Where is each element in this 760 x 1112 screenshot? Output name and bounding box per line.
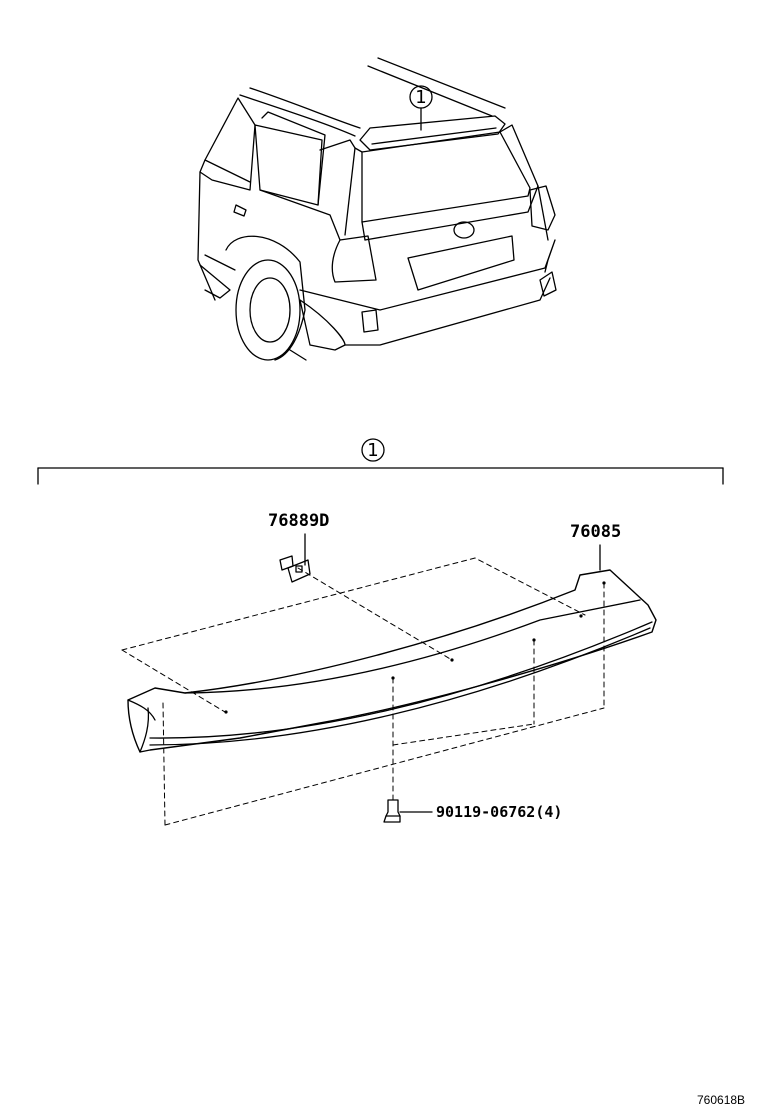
roof-spoiler xyxy=(359,115,506,151)
vehicle-illustration xyxy=(197,57,557,361)
bolt-90119-06762 xyxy=(383,799,433,823)
license-plate-recess xyxy=(407,235,515,291)
part-label-90119-06762: 90119-06762(4) xyxy=(436,803,563,821)
tail-light-right xyxy=(529,185,556,231)
wheel-arch xyxy=(225,235,306,361)
part-label-76085: 76085 xyxy=(570,522,622,542)
tail-light-left xyxy=(331,235,377,283)
callout-vehicle xyxy=(409,85,433,131)
rear-spoiler-76085 xyxy=(127,569,657,753)
spoiler-assembly xyxy=(121,557,657,826)
clip-76889D xyxy=(279,533,311,583)
rear-bumper xyxy=(299,239,556,311)
rear-wheel xyxy=(235,259,301,361)
figure-id: 760618B xyxy=(697,1093,746,1107)
rear-emblem xyxy=(453,221,475,239)
assembly-bracket xyxy=(37,438,724,485)
part-label-76889D: 76889D xyxy=(268,511,330,531)
callout-number-vehicle: 1 xyxy=(415,87,426,108)
callout-number-assembly: 1 xyxy=(367,440,378,461)
rear-window xyxy=(361,131,531,223)
